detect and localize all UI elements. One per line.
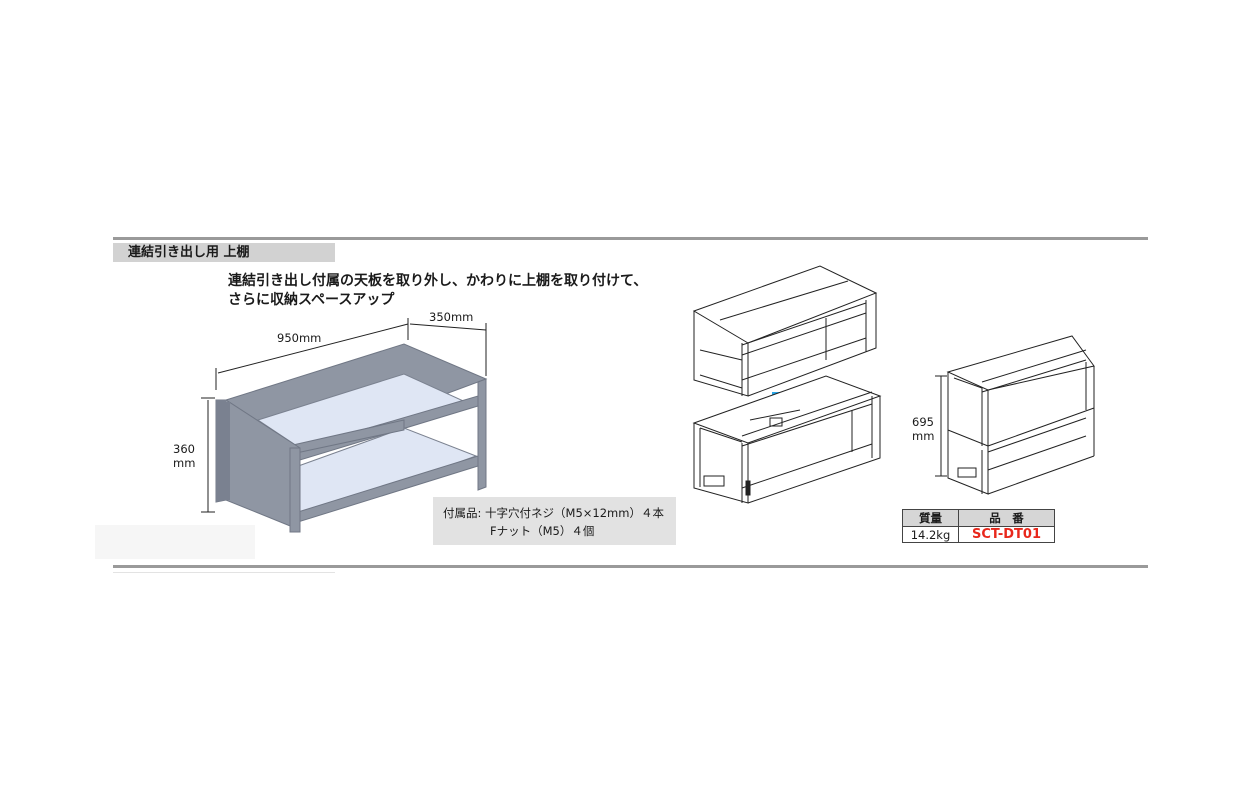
assembly-diagram [692, 265, 882, 504]
weight-header: 質量 [902, 509, 959, 527]
assembled-height-unit: mm [912, 429, 935, 443]
headline: 連結引き出し付属の天板を取り外し、かわりに上棚を取り付けて、 さらに収納スペース… [228, 272, 647, 310]
faint-divider [113, 572, 335, 573]
height-unit: mm [173, 456, 196, 470]
code-header: 品 番 [958, 509, 1055, 527]
faint-background-block [95, 525, 255, 559]
spec-table: 質量 品 番 14.2kg SCT-DT01 [902, 509, 1055, 543]
headline-line-2: さらに収納スペースアップ [228, 292, 395, 308]
assembled-height-value: 695 [912, 415, 934, 429]
accessories-box: 付属品: 十字穴付ネジ（M5×12mm）４本 Fナット（M5）４個 [433, 497, 676, 545]
height-dimension: 360 mm [173, 442, 195, 470]
accessories-item-2: Fナット（M5）４個 [490, 524, 595, 538]
accessories-row-1: 付属品: 十字穴付ネジ（M5×12mm）４本 [443, 504, 676, 522]
bottom-rule [113, 565, 1148, 568]
headline-line-1: 連結引き出し付属の天板を取り外し、かわりに上棚を取り付けて、 [228, 273, 648, 289]
height-value: 360 [173, 442, 195, 456]
product-code: SCT-DT01 [958, 526, 1055, 543]
shelf-render [201, 318, 488, 533]
accessories-label: 付属品: [443, 506, 482, 520]
assembled-height-dimension: 695 mm [912, 415, 934, 443]
assembled-diagram [935, 335, 1095, 495]
weight-value: 14.2kg [902, 526, 959, 543]
depth-dimension: 350mm [429, 310, 474, 324]
top-rule [113, 237, 1148, 240]
section-title: 連結引き出し用 上棚 [113, 243, 335, 262]
width-dimension: 950mm [277, 331, 322, 345]
dimension-lines [201, 318, 487, 513]
accessories-item-1: 十字穴付ネジ（M5×12mm）４本 [485, 506, 664, 520]
